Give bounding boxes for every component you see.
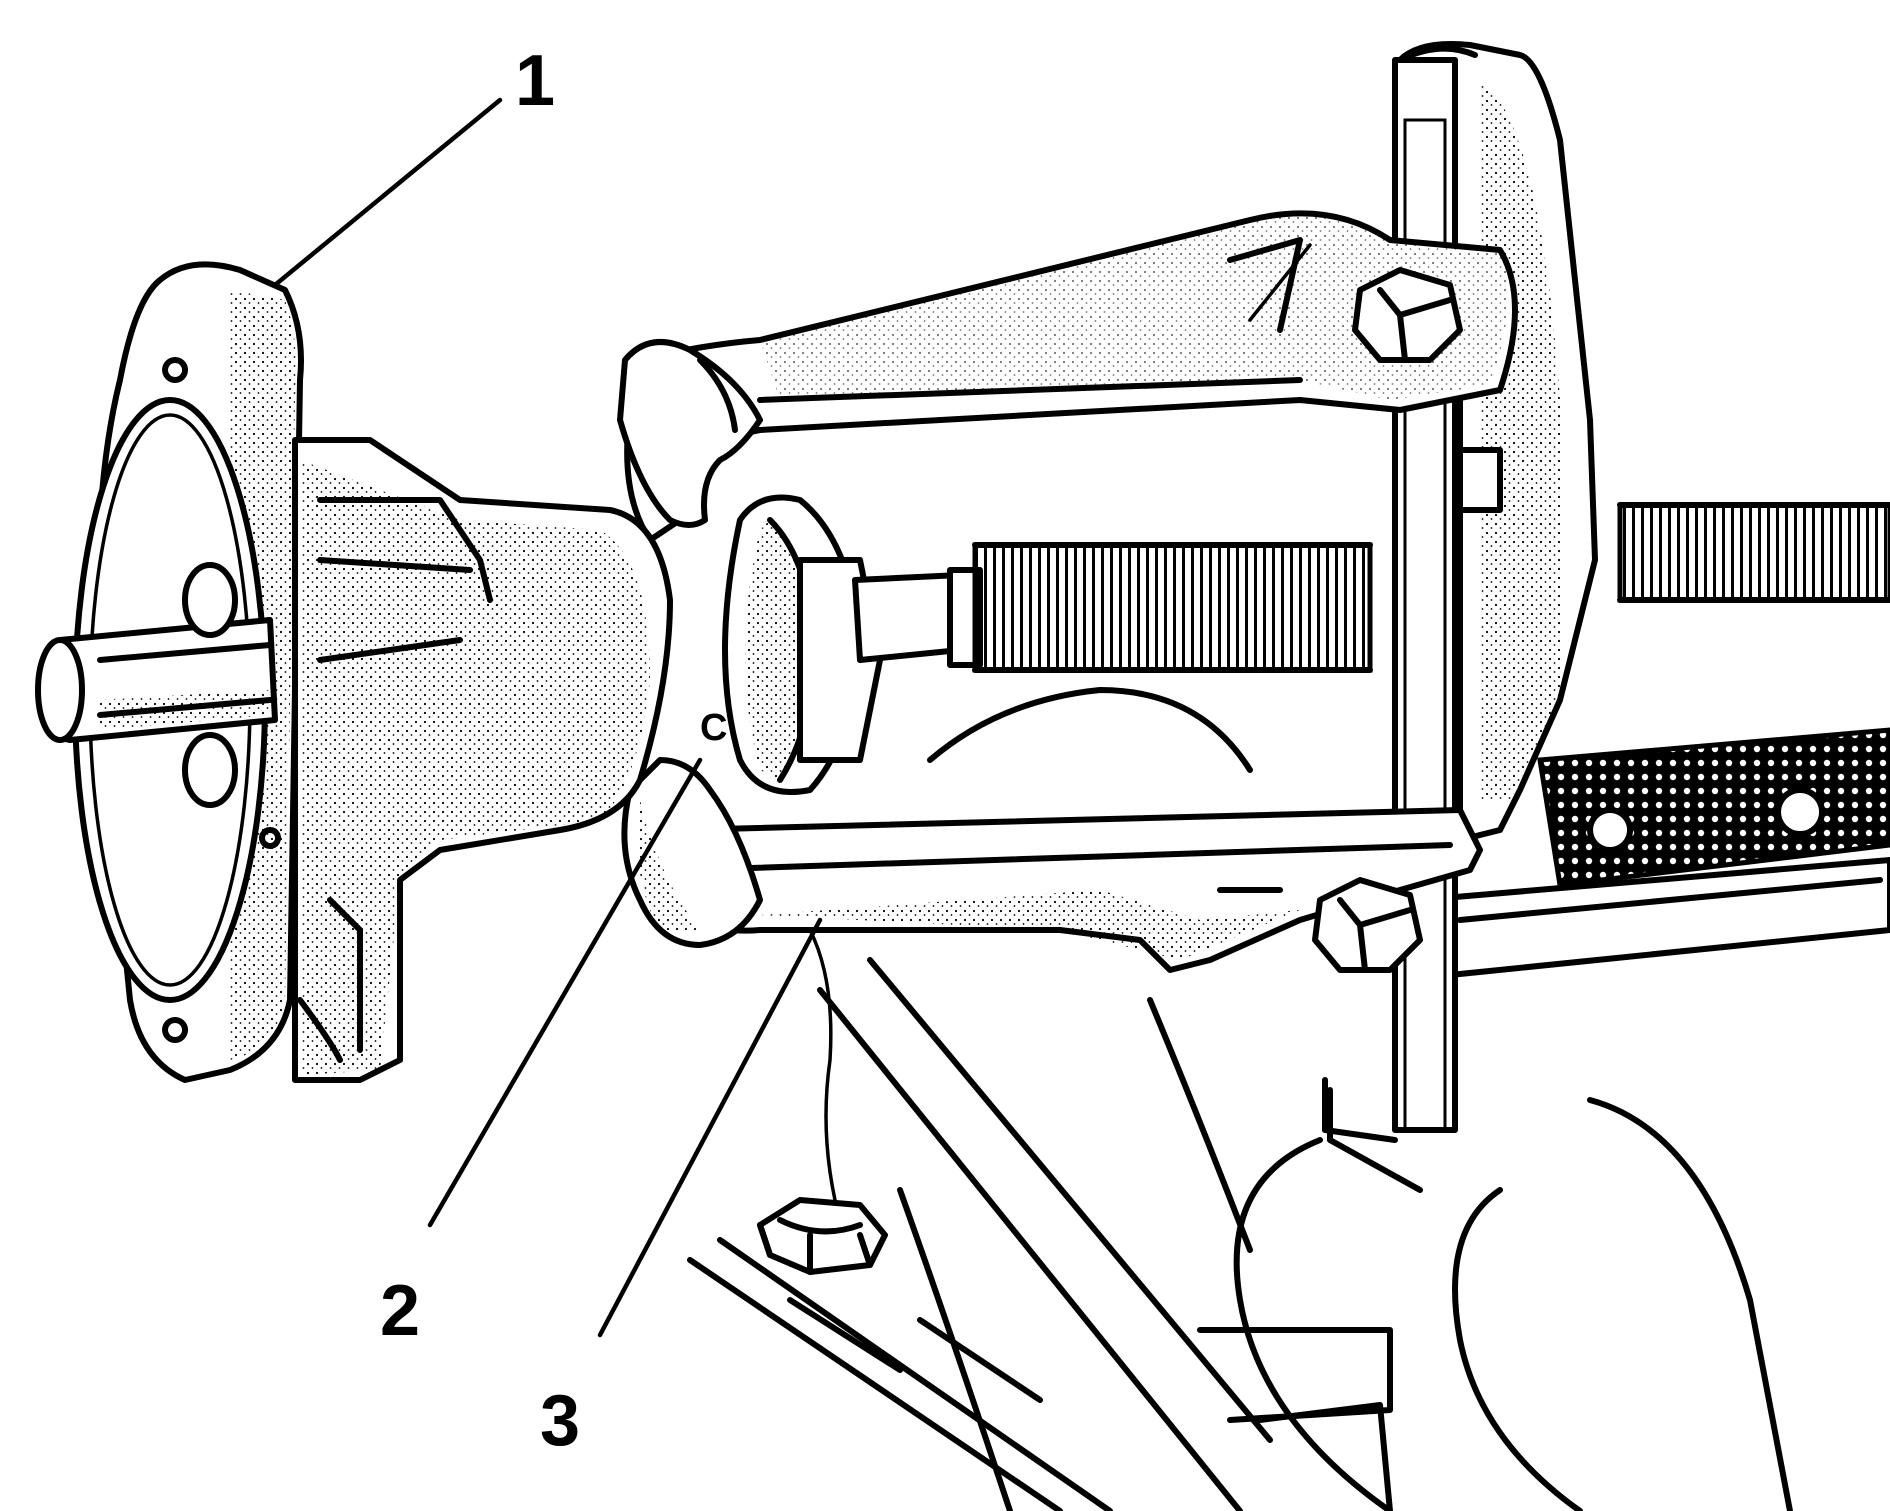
- input-shaft: [35, 617, 278, 743]
- bearing-ring: C: [700, 494, 883, 795]
- threaded-spindle: [1617, 502, 1890, 603]
- hex-nut: [757, 1197, 888, 1275]
- leader-line-2: [427, 757, 703, 1228]
- leader-line-3: [597, 917, 823, 1338]
- callouts: 1 2 3: [380, 41, 580, 1461]
- leader-lines: [272, 97, 823, 1338]
- callout-1: 1: [515, 41, 555, 121]
- upper-bolt: [1352, 267, 1463, 363]
- leader-line-1: [272, 97, 503, 288]
- lower-puller-arm: [621, 757, 1483, 973]
- upper-puller-arm: [617, 210, 1518, 543]
- lower-bolt: [1312, 877, 1423, 973]
- vise: [687, 687, 1890, 1511]
- callout-3: 3: [540, 1381, 580, 1461]
- forcing-screw: [852, 542, 1373, 673]
- housing: [35, 261, 673, 1083]
- ring-letter-mark: C: [700, 707, 727, 749]
- callout-2: 2: [380, 1271, 420, 1351]
